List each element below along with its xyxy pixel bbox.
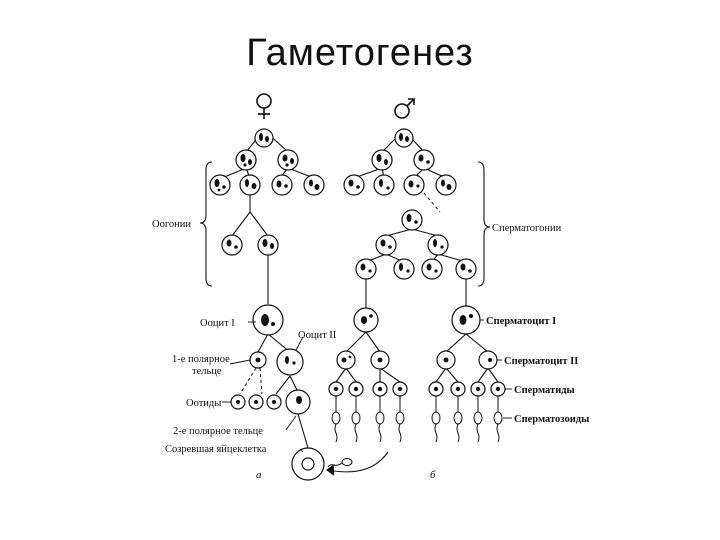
- label-oocyte2: Ооцит II: [298, 330, 337, 341]
- female-polar-dashed-lines: [239, 367, 263, 395]
- oogonium-cell: [209, 174, 231, 196]
- spermatogonium-cell: [355, 258, 377, 280]
- oogonium-cell: [277, 149, 299, 171]
- oogonium-cell: [239, 174, 261, 196]
- label-spermatids: Сперматиды: [514, 385, 575, 396]
- label-spermatozoa: Сперматозоиды: [514, 414, 589, 425]
- spermatogonium-cell: [373, 174, 395, 196]
- label-spermatogonia: Сперматогонии: [492, 223, 562, 234]
- label-mature-egg: Созревшая яйцеклетка: [165, 444, 267, 455]
- oogonium-cell: [271, 174, 293, 196]
- male-dashed-line: [423, 192, 441, 213]
- spermatogonia-bracket: [477, 161, 491, 287]
- label-spermatocyte1: Сперматоцит I: [486, 316, 556, 327]
- spermatogonium-cell: [435, 174, 457, 196]
- male-chromosomes: [333, 133, 501, 392]
- spermatogonium-cell: [375, 234, 397, 256]
- spermatogonium-cell: [421, 258, 443, 280]
- spermatogonium-cell: [393, 258, 415, 280]
- spermatozoon-icon: [375, 411, 385, 443]
- spermatozoon-icon: [431, 411, 441, 443]
- spermatogonium-cell: [394, 128, 414, 148]
- label-spermatocyte2: Сперматоцит II: [504, 356, 578, 367]
- spermatozoa-lines: [335, 396, 499, 412]
- spermatogonium-cell: [413, 149, 435, 171]
- label-polar1-line2: тельце: [192, 366, 222, 377]
- spermatozoon-icon: [395, 411, 405, 443]
- mature-egg-cell: [291, 447, 325, 481]
- spermatogonium-cell: [371, 149, 393, 171]
- label-polar2: 2-е полярное тельце: [173, 426, 263, 437]
- fertilization-arrow: [326, 451, 389, 476]
- spermatogonium-cell: [455, 258, 477, 280]
- oogonium-cell: [254, 128, 274, 148]
- sperm-near-egg-icon: [327, 458, 353, 468]
- spermatogonium-cell: [427, 234, 449, 256]
- slide-title: Гаметогенез: [246, 32, 474, 74]
- spermatozoon-icon: [331, 411, 341, 443]
- spermatogonium-cell: [403, 174, 425, 196]
- spermatogonium-cell: [343, 174, 365, 196]
- spermatozoon-icon: [473, 411, 483, 443]
- mature-egg-nucleus: [301, 457, 315, 471]
- spermatozoon-icon: [493, 411, 503, 443]
- oogonium-cell: [257, 234, 279, 256]
- oogonium-cell: [221, 234, 243, 256]
- oogonium-cell: [235, 149, 257, 171]
- spermatogonium-cell: [401, 209, 423, 231]
- spermatozoa-group: [331, 411, 503, 443]
- label-pointers: [222, 319, 512, 453]
- spermatozoon-icon: [351, 411, 361, 443]
- female-chromosomes: [214, 133, 320, 404]
- male-cells: [328, 128, 506, 397]
- label-oocyte1: Ооцит I: [200, 318, 235, 329]
- female-cells: [209, 128, 325, 481]
- spermatozoon-icon: [453, 411, 463, 443]
- oogonia-bracket: [199, 161, 213, 287]
- oogonium-cell: [303, 174, 325, 196]
- oocyte2-cell: [276, 348, 304, 376]
- label-oogonia: Оогонии: [152, 219, 191, 230]
- label-polar1-line1: 1-е полярное: [172, 354, 230, 365]
- label-ootids: Оотиды: [186, 398, 221, 409]
- label-panel-a: а: [256, 469, 262, 481]
- female-symbol-icon: [256, 93, 272, 119]
- label-panel-b: б: [430, 469, 436, 481]
- male-symbol-icon: [394, 98, 415, 119]
